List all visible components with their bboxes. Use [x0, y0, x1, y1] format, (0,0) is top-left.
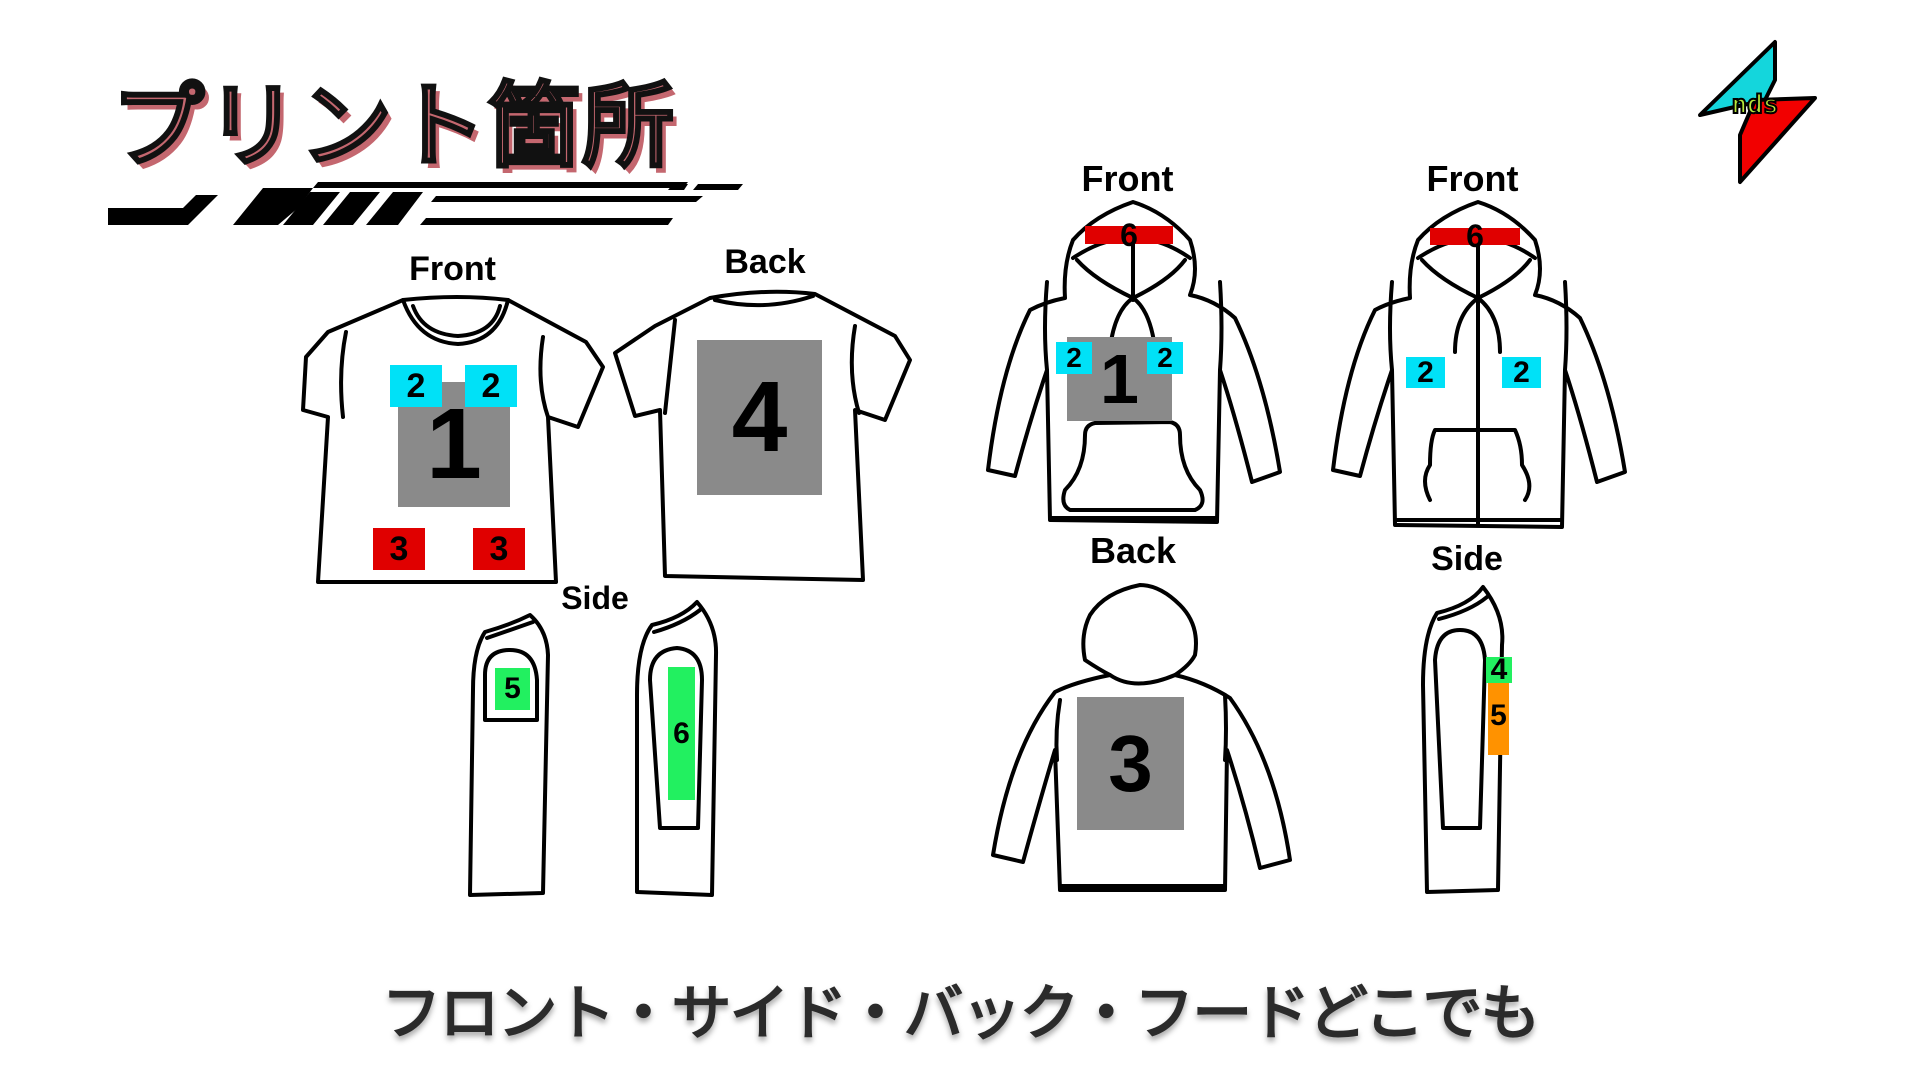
zip-hoodie-zone-2-left: 2: [1406, 356, 1445, 389]
tshirt-back-label: Back: [724, 243, 806, 281]
footer-caption: フロント・サイド・バック・フードどこでも: [381, 979, 1541, 1049]
tshirt-sleeve-left-outline: [468, 613, 550, 897]
hoodie-zone-2-right: 2: [1147, 342, 1183, 374]
decorative-stripes: [108, 182, 743, 225]
page-title: プリント箇所: [110, 72, 677, 182]
tshirt-front-label: Front: [409, 250, 496, 288]
print-zone-5-sleeve: 5: [495, 668, 530, 710]
hoodie-back-label: Back: [1089, 530, 1177, 571]
print-zone-2-left: 2: [390, 365, 442, 407]
zip-hoodie-zone-2-right: 2: [1502, 356, 1541, 389]
brand-logo-icon: nds: [1698, 40, 1817, 184]
hoodie-front-label: Front: [1081, 158, 1174, 199]
zip-hoodie-side-label: Side: [1431, 540, 1503, 578]
print-zone-6-sleeve: 6: [668, 667, 695, 800]
tshirt-side-label: Side: [561, 580, 629, 616]
hoodie-zone-2-left: 2: [1056, 342, 1092, 374]
print-zone-2-right: 2: [465, 365, 517, 407]
print-zone-3-left: 3: [373, 528, 425, 570]
zip-hoodie-front-outline: [1331, 200, 1627, 529]
zip-hoodie-front-label: Front: [1426, 158, 1519, 199]
hoodie-zone-3-back: 3: [1077, 697, 1184, 830]
print-zone-4: 4: [697, 340, 822, 495]
svg-text:nds: nds: [1732, 90, 1779, 120]
zip-hoodie-zone-4-sleeve: 4: [1486, 653, 1512, 686]
zip-hoodie-zone-6-hood: 6: [1430, 220, 1520, 252]
zip-hoodie-sleeve-outline: [1421, 585, 1505, 894]
hoodie-zone-6-hood: 6: [1085, 219, 1173, 251]
print-zone-3-right: 3: [473, 528, 525, 570]
